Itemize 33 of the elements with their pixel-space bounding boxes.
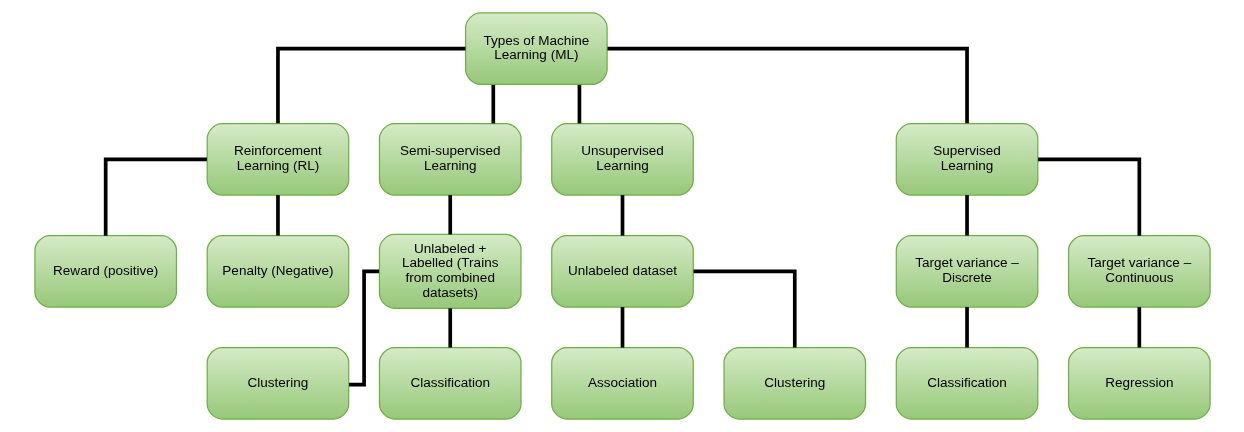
node-box: Penalty (Negative)	[206, 235, 349, 308]
connector	[348, 269, 379, 387]
node-box: Clustering	[206, 347, 349, 420]
connector	[275, 195, 280, 236]
node-box: Types of Machine Learning (ML)	[464, 12, 608, 85]
connector	[620, 195, 624, 236]
connector	[275, 46, 465, 124]
connector	[447, 195, 452, 235]
connector	[607, 46, 969, 124]
node-box: Regression	[1067, 347, 1211, 420]
node-box: Clustering	[722, 347, 866, 420]
connector	[1037, 157, 1141, 236]
connector	[620, 307, 624, 348]
connector	[577, 84, 581, 124]
node-box: Classification	[895, 347, 1038, 420]
node-box: Supervised Learning	[895, 123, 1038, 196]
node-box: Unlabeled + Labelled (Trains from combined datasets)	[378, 233, 522, 309]
node-box: Target variance – Continuous	[1067, 235, 1211, 308]
node-box: Semi-supervised Learning	[378, 123, 522, 196]
node-box: Unlabeled dataset	[550, 235, 694, 308]
node-box: Classification	[378, 347, 522, 420]
node-box: Reward (positive)	[33, 235, 177, 308]
connector	[964, 307, 969, 348]
connector	[1136, 307, 1141, 348]
node-box: Target variance – Discrete	[895, 235, 1038, 308]
connector	[964, 195, 969, 236]
connector	[693, 269, 797, 348]
connector	[447, 308, 452, 348]
connector	[103, 157, 207, 236]
node-box: Unsupervised Learning	[550, 123, 694, 196]
connector	[490, 84, 495, 124]
node-box: Reinforcement Learning (RL)	[206, 123, 349, 196]
node-box: Association	[550, 347, 694, 420]
